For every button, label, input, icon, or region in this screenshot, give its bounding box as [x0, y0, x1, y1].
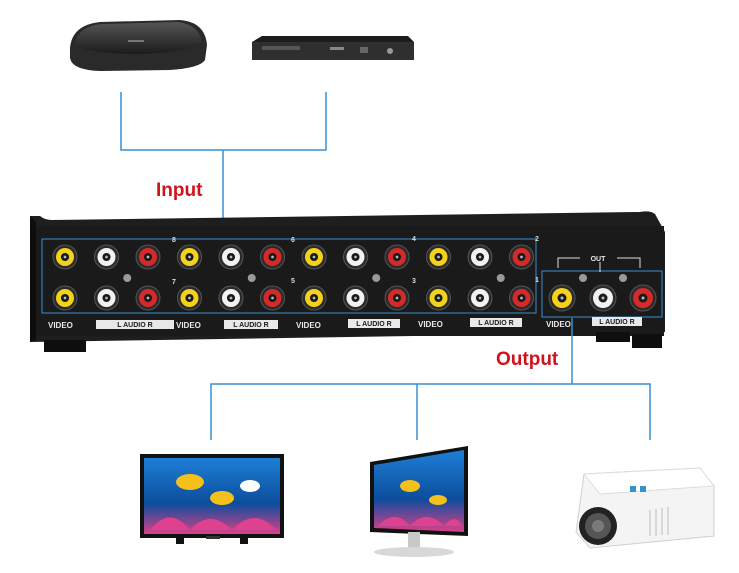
output-jack-audio-left: [589, 284, 617, 312]
out-audio-label: L AUDIO R: [599, 319, 634, 326]
channel-3-video-label: VIDEO: [296, 321, 321, 330]
foot-mid: [596, 332, 630, 342]
channel-1-audio-box: [96, 320, 174, 329]
out-title: OUT: [591, 256, 607, 263]
panel-screw: [123, 274, 132, 282]
input-jack-top-3: [135, 244, 161, 270]
channel-4-video-label: VIDEO: [418, 320, 443, 329]
port-number-3: 3: [412, 278, 416, 285]
out-bracket: [557, 257, 641, 272]
output-jack-video: [548, 284, 576, 312]
input-jack-bottom-9: [384, 285, 410, 311]
port-number-7: 7: [172, 279, 176, 286]
input-jack-bottom-4: [177, 285, 202, 311]
panel-screw: [247, 274, 256, 282]
input-jack-top-10: [426, 244, 451, 270]
input-jack-top-9: [384, 244, 410, 270]
input-jack-top-5: [218, 244, 244, 270]
channel-1-video-label: VIDEO: [48, 321, 73, 330]
channel-3-audio-label: L AUDIO R: [356, 321, 391, 328]
input-jack-bottom-8: [343, 285, 368, 311]
port-number-1: 1: [535, 277, 539, 284]
channel-1-audio-label: L AUDIO R: [117, 322, 152, 329]
input-jack-top-6: [260, 244, 285, 270]
input-jack-bottom-7: [301, 285, 327, 311]
port-number-5: 5: [291, 278, 295, 285]
input-jack-top-8: [343, 244, 368, 270]
av-splitter-unit: OUT VIDEO L AUDIO R VIDEO L AUDIO R VIDE…: [30, 211, 665, 352]
input-jack-bottom-10: [426, 285, 451, 311]
projector-icon: [575, 467, 715, 549]
input-label: Input: [156, 180, 203, 201]
port-number-2: 2: [535, 236, 539, 243]
foot-right: [632, 334, 662, 348]
out-video-label: VIDEO: [546, 320, 571, 329]
port-number-4: 4: [412, 236, 416, 243]
input-jack-top-12: [509, 244, 534, 270]
channel-4-audio-box: [470, 318, 522, 327]
foot-left: [44, 340, 86, 352]
input-jack-bottom-12: [509, 285, 534, 311]
output-connector: [210, 318, 651, 440]
input-jack-top-4: [177, 244, 202, 270]
input-jack-bottom-5: [218, 285, 244, 311]
dvd-player-icon: [252, 36, 414, 60]
input-jack-bottom-3: [135, 285, 161, 311]
monitor-icon: [370, 446, 468, 557]
port-number-6: 6: [291, 237, 295, 244]
set-top-box-icon: [70, 20, 207, 71]
channel-4-audio-label: L AUDIO R: [478, 320, 513, 327]
panel-screw: [579, 274, 587, 282]
input-jack-bottom-11: [467, 285, 493, 311]
channel-3-audio-box: [348, 319, 400, 328]
output-label: Output: [496, 349, 559, 370]
panel-screw: [619, 274, 627, 282]
input-jack-top-1: [52, 244, 78, 270]
out-audio-box: [592, 317, 642, 326]
input-jack-bottom-2: [94, 285, 119, 311]
input-connector: [120, 92, 327, 234]
panel-screw: [496, 274, 505, 282]
input-jack-top-11: [467, 244, 493, 270]
input-jacks-outline: [41, 238, 537, 314]
panel-screw: [372, 274, 381, 282]
output-jack-audio-right: [629, 284, 657, 312]
tv-icon: [140, 454, 284, 544]
input-jack-bottom-6: [260, 285, 285, 311]
input-jack-top-2: [94, 244, 119, 270]
port-number-8: 8: [172, 237, 176, 244]
channel-2-audio-box: [224, 320, 278, 329]
input-jack-bottom-1: [52, 285, 78, 311]
channel-2-video-label: VIDEO: [176, 321, 201, 330]
input-jack-top-7: [301, 244, 327, 270]
channel-2-audio-label: L AUDIO R: [233, 322, 268, 329]
jack-array: [52, 244, 657, 312]
